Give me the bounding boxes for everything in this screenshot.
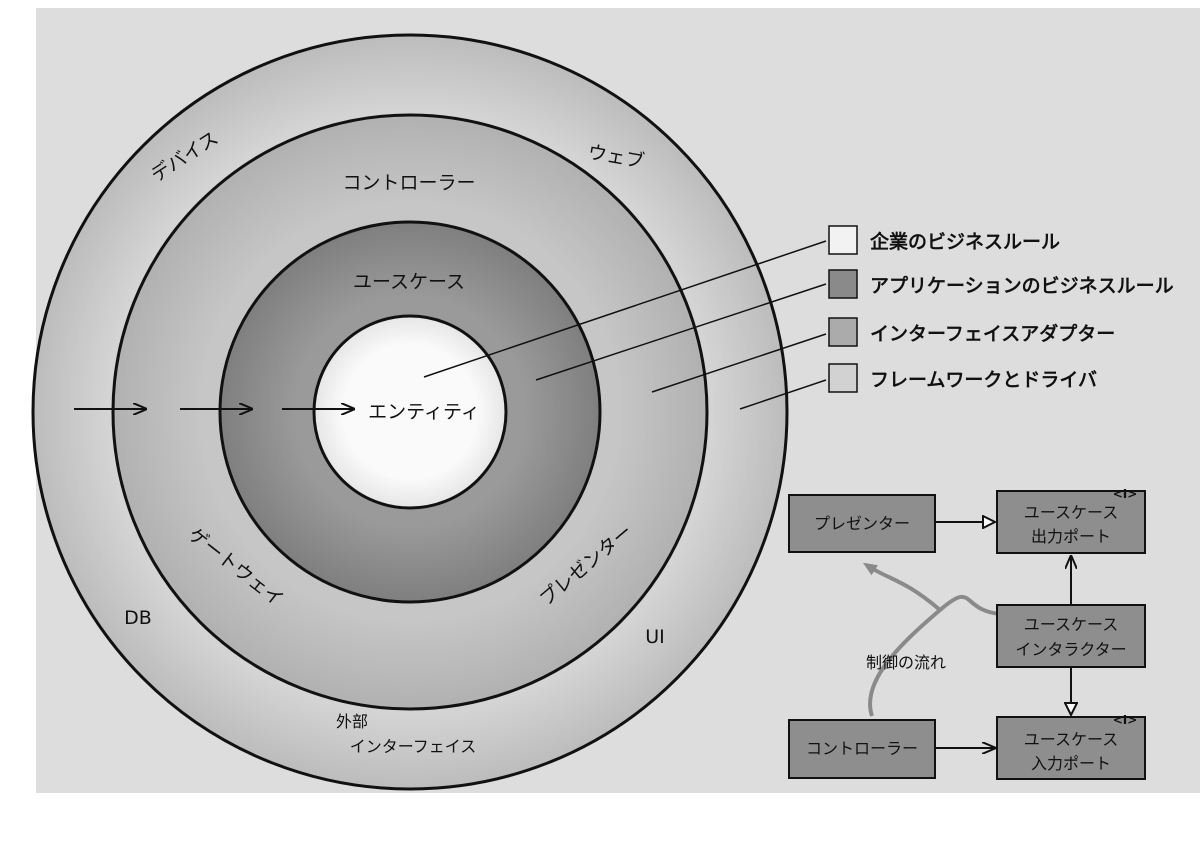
legend-leader-line (739, 379, 827, 410)
output-port-label-line2: 出力ポート (1031, 527, 1111, 546)
output-port-box: ユースケース 出力ポート <I> (996, 487, 1146, 554)
interface-marker: <I> (1113, 487, 1138, 501)
input-port-box: ユースケース 入力ポート <I> (996, 713, 1146, 780)
input-port-label-line2: 入力ポート (1031, 754, 1111, 773)
legend-leader-line (651, 333, 827, 393)
controller-box-label: コントローラー (806, 739, 918, 758)
presenter-box: プレゼンター (788, 494, 936, 553)
interactor-label-line1: ユースケース (1024, 615, 1118, 634)
external-interfaces-label-line1: 外部 (336, 712, 368, 731)
enterprise-business-rules-core (312, 314, 508, 510)
entities-label: エンティティ (368, 401, 480, 423)
interactor-box: ユースケース インタラクター (996, 604, 1146, 668)
use-cases-label: ユースケース (353, 271, 465, 293)
legend-label: 企業のビジネスルール (869, 230, 1060, 253)
flow-of-control-arrow (862, 562, 942, 612)
legend-swatch (828, 225, 858, 255)
interface-marker: <I> (1113, 713, 1138, 727)
ui-label: UI (645, 626, 665, 648)
input-port-label-line1: ユースケース (1024, 730, 1118, 749)
legend-label: フレームワークとドライバ (870, 369, 1097, 391)
db-label: DB (124, 607, 152, 629)
controllers-label: コントローラー (342, 172, 475, 194)
legend-swatch (828, 363, 858, 393)
legend-swatch (828, 317, 858, 347)
flow-of-control-label: 制御の流れ (866, 653, 946, 672)
legend-swatch (828, 269, 858, 299)
legend: 企業のビジネスルール アプリケーションのビジネスルール インターフェイスアダプタ… (828, 225, 1174, 393)
legend-label: アプリケーションのビジネスルール (870, 274, 1174, 297)
controller-box: コントローラー (788, 719, 936, 779)
output-port-label-line1: ユースケース (1024, 503, 1118, 522)
legend-leader-line (423, 240, 827, 378)
external-interfaces-label-line2: インターフェイス (350, 737, 477, 756)
legend-leader-line (535, 283, 827, 381)
interactor-label-line2: インタラクター (1015, 640, 1126, 659)
presenter-box-label: プレゼンター (814, 514, 910, 533)
legend-label: インターフェイスアダプター (870, 322, 1115, 345)
